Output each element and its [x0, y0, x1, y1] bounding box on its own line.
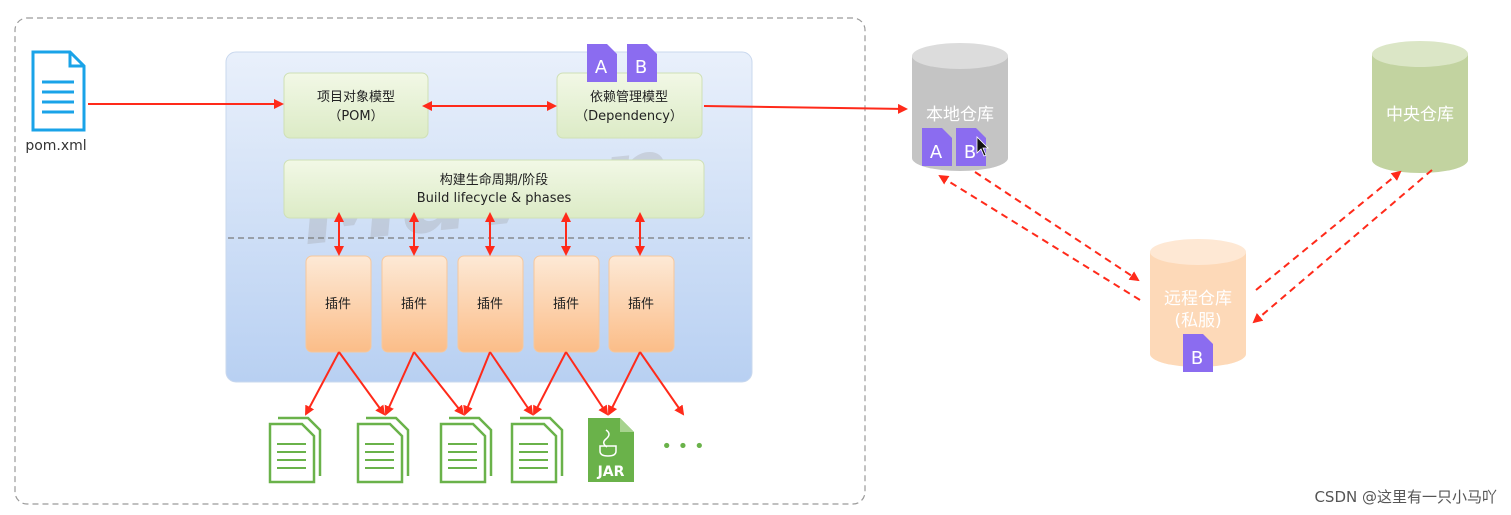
remote-badge-b-label: B — [1191, 348, 1203, 369]
plugin-box-2: 插件 — [381, 255, 448, 353]
pom-model-title: 项目对象模型 — [317, 90, 395, 105]
central-repository-cylinder — [1372, 41, 1468, 173]
lifecycle-subtitle: Build lifecycle & phases — [417, 191, 572, 206]
pom-model-box — [283, 72, 429, 139]
jar-file-label: JAR — [597, 464, 625, 480]
plugin-label-3: 插件 — [477, 297, 503, 312]
mouse-cursor-icon — [976, 136, 989, 157]
maven-boundary-frame — [14, 17, 866, 505]
local-badge-b-label: B — [964, 142, 976, 163]
central-repository-label: 中央仓库 — [1386, 105, 1454, 125]
arrow-plugin5-out-b — [639, 351, 685, 416]
plugin-box-1: 插件 — [305, 255, 372, 353]
dependency-badge-a: A — [587, 44, 617, 82]
jar-file-icon: JAR — [588, 418, 634, 482]
more-outputs-ellipsis: • • • — [661, 436, 704, 457]
arrow-plugin3-out-b — [489, 351, 534, 416]
dependency-model-title: 依赖管理模型 — [590, 90, 668, 105]
arrow-remote-to-central — [1255, 170, 1402, 291]
dependency-model-subtitle: （Dependency） — [575, 109, 683, 124]
pom-file-label: pom.xml — [25, 138, 86, 154]
dependency-model-box — [556, 72, 703, 139]
plugin-label-5: 插件 — [628, 297, 654, 312]
remote-repository-sublabel: (私服) — [1174, 311, 1221, 331]
output-document-icon-3 — [439, 416, 493, 484]
arrow-remote-to-local — [938, 174, 1141, 301]
remote-repository-label: 远程仓库 — [1164, 289, 1232, 309]
csdn-watermark: CSDN @这里有一只小马吖 — [1314, 488, 1497, 506]
arrow-plugin5-out-a — [608, 351, 641, 416]
arrow-plugin2-out-b — [413, 351, 465, 416]
output-document-icon-4 — [510, 416, 564, 484]
arrow-plugin3-out-a — [463, 351, 491, 416]
lifecycle-title: 构建生命周期/阶段 — [440, 172, 548, 188]
local-badge-a: A — [922, 128, 952, 166]
arrow-plugin1-out-a — [305, 351, 340, 416]
plugin-box-3: 插件 — [457, 255, 524, 353]
lifecycle-box — [283, 159, 705, 219]
remote-repository-cylinder — [1150, 239, 1246, 367]
arrow-plugin2-out-a — [384, 351, 415, 416]
dependency-badge-b-label: B — [635, 57, 647, 78]
pom-model-subtitle: （POM） — [328, 109, 383, 124]
pom-file-icon — [31, 50, 86, 132]
local-badge-b: B — [956, 128, 986, 166]
local-badge-a-label: A — [930, 142, 943, 163]
output-document-icon-2 — [356, 416, 410, 484]
arrow-central-to-remote — [1252, 169, 1433, 324]
plugin-label-1: 插件 — [325, 297, 351, 312]
arrow-local-to-remote — [974, 171, 1140, 282]
arrow-dependency-to-local — [703, 103, 908, 114]
arrow-plugin4-out-a — [533, 351, 567, 416]
output-document-icon-1 — [268, 416, 322, 484]
dependency-badge-b: B — [627, 44, 657, 82]
arrow-plugin1-out-b — [338, 351, 386, 416]
remote-badge-b: B — [1183, 334, 1213, 372]
local-repository-label: 本地仓库 — [926, 105, 994, 125]
arrow-plugin4-out-b — [565, 351, 609, 416]
dependency-badge-a-label: A — [595, 57, 608, 78]
plugin-box-4: 插件 — [533, 255, 600, 353]
plugin-box-5: 插件 — [608, 255, 675, 353]
plugin-label-4: 插件 — [553, 297, 579, 312]
plugin-label-2: 插件 — [401, 297, 427, 312]
